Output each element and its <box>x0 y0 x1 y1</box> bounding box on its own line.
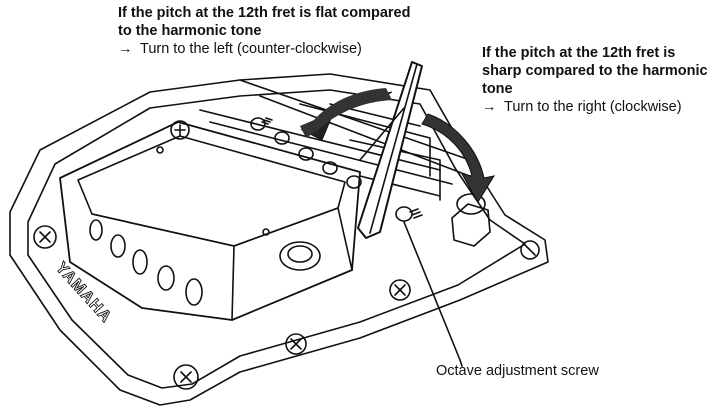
housing-port <box>89 219 103 241</box>
mounting-nut <box>451 203 491 247</box>
flat-pitch-annotation: If the pitch at the 12th fret is flat co… <box>118 4 418 58</box>
mounting-screws <box>33 120 540 390</box>
right-arrow-icon: → <box>482 99 497 115</box>
clockwise-arrow <box>421 113 496 203</box>
base-plate-rim <box>27 89 526 389</box>
sharp-pitch-annotation: If the pitch at the 12th fret is sharp c… <box>482 44 710 116</box>
yamaha-logo: YAMAHA <box>52 259 115 326</box>
flat-pitch-heading: If the pitch at the 12th fret is flat co… <box>118 5 411 39</box>
sharp-pitch-step: → Turn to the right (clockwise) <box>482 98 710 116</box>
housing-port <box>185 278 203 306</box>
housing-port <box>157 265 175 291</box>
saddle-rail <box>199 109 441 171</box>
housing-knob <box>279 241 321 271</box>
octave-screw-label: Octave adjustment screw <box>436 363 599 379</box>
housing-port <box>132 249 148 275</box>
leader-line <box>359 107 405 161</box>
counter-clockwise-arrow-body <box>300 88 392 138</box>
sharp-pitch-action: Turn to the right (clockwise) <box>504 99 682 115</box>
flat-pitch-action: Turn to the left (counter-clockwise) <box>140 41 362 57</box>
flat-pitch-step: → Turn to the left (counter-clockwise) <box>118 40 418 58</box>
sharp-pitch-heading: If the pitch at the 12th fret is sharp c… <box>482 45 708 97</box>
housing-top <box>77 135 346 247</box>
housing-port <box>110 234 126 258</box>
housing-block <box>59 121 361 321</box>
right-arrow-icon: → <box>118 41 133 57</box>
base-plate <box>9 73 549 406</box>
screw-leader-line <box>403 221 461 361</box>
